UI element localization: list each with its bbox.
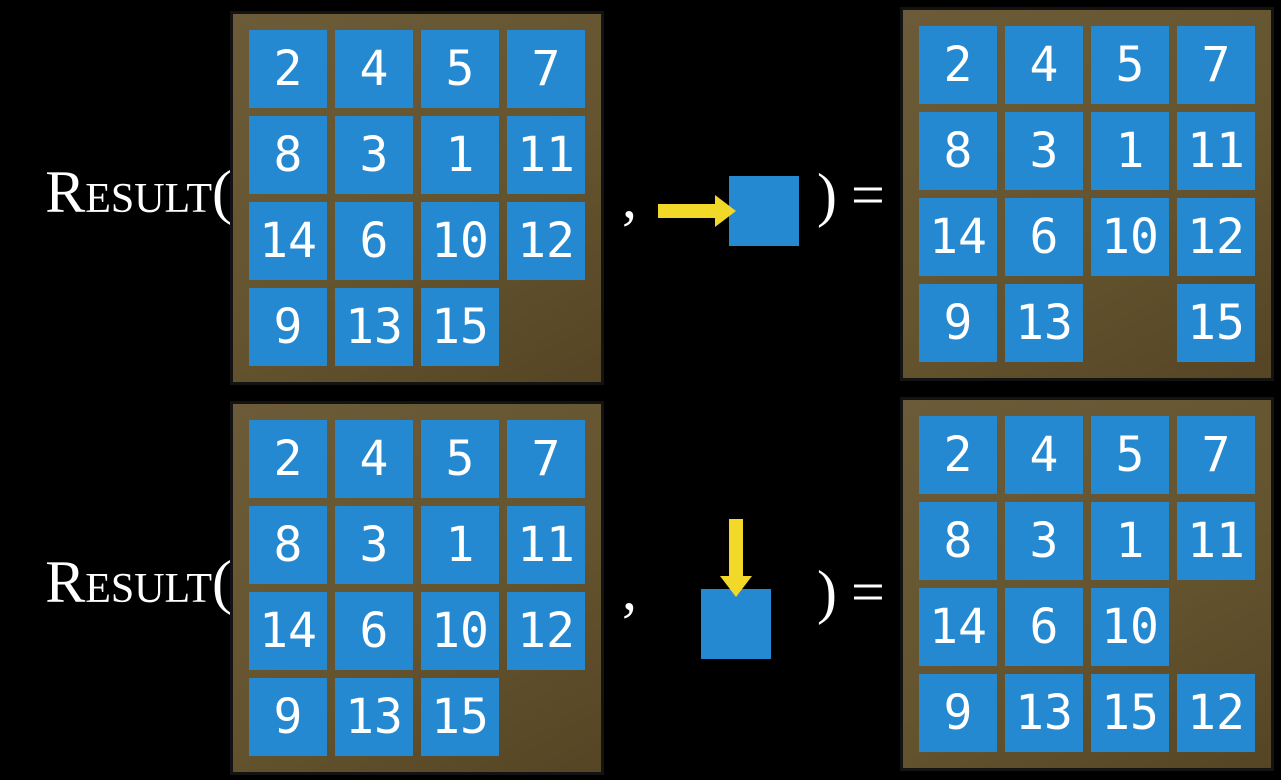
puzzle-tile: 2: [249, 30, 327, 108]
function-name: Result: [45, 549, 213, 615]
puzzle-tile: 7: [507, 30, 585, 108]
puzzle-tile: 4: [335, 30, 413, 108]
empty-cell: [1177, 588, 1255, 666]
puzzle-tile: 8: [919, 112, 997, 190]
puzzle-tile: 8: [249, 116, 327, 194]
puzzle-tile: 11: [1177, 502, 1255, 580]
function-name: Result: [45, 159, 213, 225]
puzzle-tile: 5: [421, 420, 499, 498]
arrow-down-icon: [720, 519, 752, 597]
puzzle-tile: 5: [1091, 416, 1169, 494]
open-paren: (: [212, 159, 232, 225]
puzzle-tile: 10: [421, 592, 499, 670]
puzzle-tile: 3: [335, 116, 413, 194]
puzzle-tile: 3: [1005, 112, 1083, 190]
puzzle-tile: 4: [1005, 26, 1083, 104]
puzzle-tile: 6: [1005, 198, 1083, 276]
puzzle-tile: 9: [249, 678, 327, 756]
puzzle-tile: 15: [421, 678, 499, 756]
comma-separator-2: ,: [622, 556, 637, 622]
puzzle-tile: 15: [1091, 674, 1169, 752]
empty-cell: [507, 288, 585, 366]
comma-separator-1: ,: [622, 164, 637, 230]
puzzle-tile: 10: [1091, 588, 1169, 666]
puzzle-tile: 3: [335, 506, 413, 584]
puzzle-tile: 3: [1005, 502, 1083, 580]
puzzle-tile: 12: [507, 202, 585, 280]
close-paren: ): [817, 559, 837, 625]
puzzle-tile: 9: [919, 284, 997, 362]
puzzle-tile: 6: [335, 592, 413, 670]
puzzle-tile: 14: [249, 202, 327, 280]
puzzle-tile: 2: [919, 26, 997, 104]
puzzle-tile: 8: [249, 506, 327, 584]
puzzle-tile: 7: [1177, 416, 1255, 494]
puzzle-tile: 2: [249, 420, 327, 498]
puzzle-tile: 4: [1005, 416, 1083, 494]
puzzle-tile: 14: [919, 198, 997, 276]
puzzle-tile: 14: [249, 592, 327, 670]
empty-cell: [1091, 284, 1169, 362]
puzzle-tile: 1: [421, 506, 499, 584]
puzzle-tile: 12: [1177, 198, 1255, 276]
puzzle-tile: 5: [1091, 26, 1169, 104]
result-function-label-2: Result(: [0, 552, 232, 612]
close-paren-equals-2: )=: [817, 562, 885, 622]
puzzle-tile: 2: [919, 416, 997, 494]
puzzle-tile: 15: [1177, 284, 1255, 362]
puzzle-tile: 5: [421, 30, 499, 108]
puzzle-tile: 11: [507, 116, 585, 194]
puzzle-tile: 4: [335, 420, 413, 498]
puzzle-tile: 6: [1005, 588, 1083, 666]
puzzle-tile: 8: [919, 502, 997, 580]
puzzle-tile: 13: [1005, 284, 1083, 362]
action-blank-tile-2: [701, 589, 771, 659]
arrow-right-icon: [658, 195, 736, 227]
puzzle-tile: 1: [1091, 112, 1169, 190]
puzzle-tile: 6: [335, 202, 413, 280]
close-paren: ): [817, 162, 837, 228]
puzzle-tile: 1: [1091, 502, 1169, 580]
puzzle-tile: 13: [1005, 674, 1083, 752]
puzzle-tile: 14: [919, 588, 997, 666]
empty-cell: [507, 678, 585, 756]
close-paren-equals-1: )=: [817, 165, 885, 225]
puzzle-tile: 11: [1177, 112, 1255, 190]
result-function-label-1: Result(: [0, 162, 232, 222]
puzzle-tile: 9: [249, 288, 327, 366]
puzzle-tile: 1: [421, 116, 499, 194]
equals-sign: =: [850, 162, 885, 228]
equals-sign: =: [850, 559, 885, 625]
puzzle-tile: 13: [335, 288, 413, 366]
puzzle-tile: 7: [1177, 26, 1255, 104]
puzzle-tile: 13: [335, 678, 413, 756]
puzzle-tile: 7: [507, 420, 585, 498]
action-blank-tile-1: [729, 176, 799, 246]
puzzle-tile: 11: [507, 506, 585, 584]
puzzle-tile: 15: [421, 288, 499, 366]
puzzle-tile: 9: [919, 674, 997, 752]
puzzle-tile: 12: [1177, 674, 1255, 752]
puzzle-tile: 10: [1091, 198, 1169, 276]
puzzle-tile: 10: [421, 202, 499, 280]
open-paren: (: [212, 549, 232, 615]
puzzle-tile: 12: [507, 592, 585, 670]
